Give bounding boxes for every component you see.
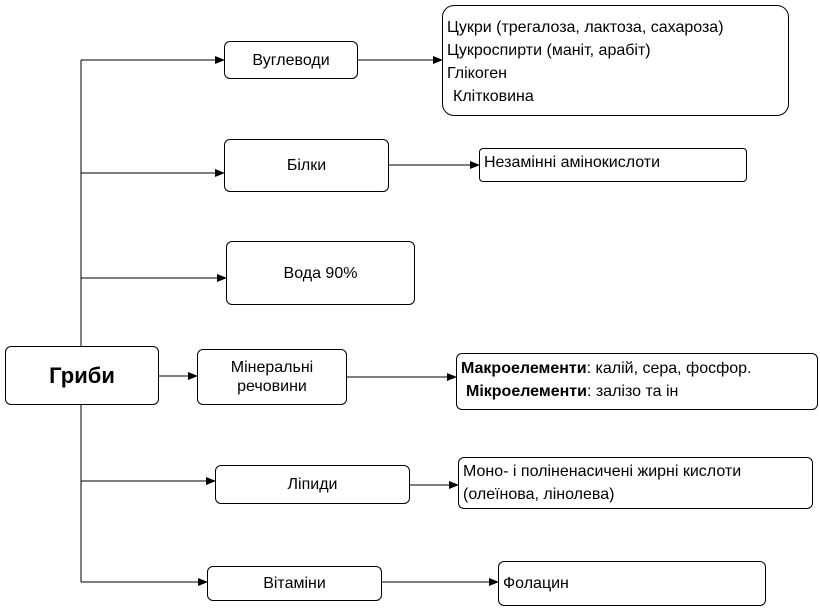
category-water-label: Вода 90% xyxy=(283,264,358,282)
details-minerals-micro-text: : залізо та ін xyxy=(586,383,679,400)
details-minerals-macro-text: : калій, сера, фосфор. xyxy=(586,360,752,377)
details-minerals-micro-label: Мікроелементи xyxy=(466,383,587,400)
details-minerals-macro: Макроелементи: калій, сера, фосфор. xyxy=(461,357,813,380)
category-vitamins-label: Вітаміни xyxy=(263,575,326,592)
category-minerals-line2: речовини xyxy=(237,378,307,395)
details-carbs-line3: Глікоген xyxy=(447,65,507,82)
details-lipids-line1: Моно- і поліненасичені жирні кислоти xyxy=(463,463,742,480)
details-carbs-line2: Цукроспирти (маніт, арабіт) xyxy=(447,42,651,59)
category-proteins-label: Білки xyxy=(286,157,327,174)
category-carbs-label: Вуглеводи xyxy=(252,51,330,69)
details-carbs: Цукри (трегалоза, лактоза, сахароза) Цук… xyxy=(442,5,789,116)
category-vitamins: Вітаміни xyxy=(207,566,382,601)
details-lipids-line2: (олеїнова, лінолева) xyxy=(463,486,615,503)
category-lipids-label: Ліпиди xyxy=(287,476,338,493)
root-label: Гриби xyxy=(49,362,115,388)
root-node: Гриби xyxy=(5,346,159,405)
details-vitamins-text: Фолацин xyxy=(503,575,569,592)
details-lipids: Моно- і поліненасичені жирні кислоти (ол… xyxy=(458,457,813,509)
details-proteins: Незамінні амінокислоти xyxy=(479,148,747,182)
category-lipids: Ліпиди xyxy=(215,465,410,504)
details-minerals: Макроелементи: калій, сера, фосфор. Мікр… xyxy=(456,353,818,410)
details-vitamins: Фолацин xyxy=(498,561,766,606)
details-proteins-text: Незамінні амінокислоти xyxy=(484,154,661,171)
category-proteins: Білки xyxy=(224,139,389,192)
details-carbs-line1: Цукри (трегалоза, лактоза, сахароза) xyxy=(447,19,724,36)
category-minerals-line1: Мінеральні xyxy=(230,359,314,376)
category-carbs: Вуглеводи xyxy=(224,41,358,79)
category-minerals: Мінеральні речовини xyxy=(197,349,347,405)
details-minerals-macro-label: Макроелементи xyxy=(461,360,587,377)
details-carbs-line4: Клітковина xyxy=(453,88,534,105)
details-minerals-micro: Мікроелементи: залізо та ін xyxy=(461,380,813,403)
category-water: Вода 90% xyxy=(226,241,415,305)
